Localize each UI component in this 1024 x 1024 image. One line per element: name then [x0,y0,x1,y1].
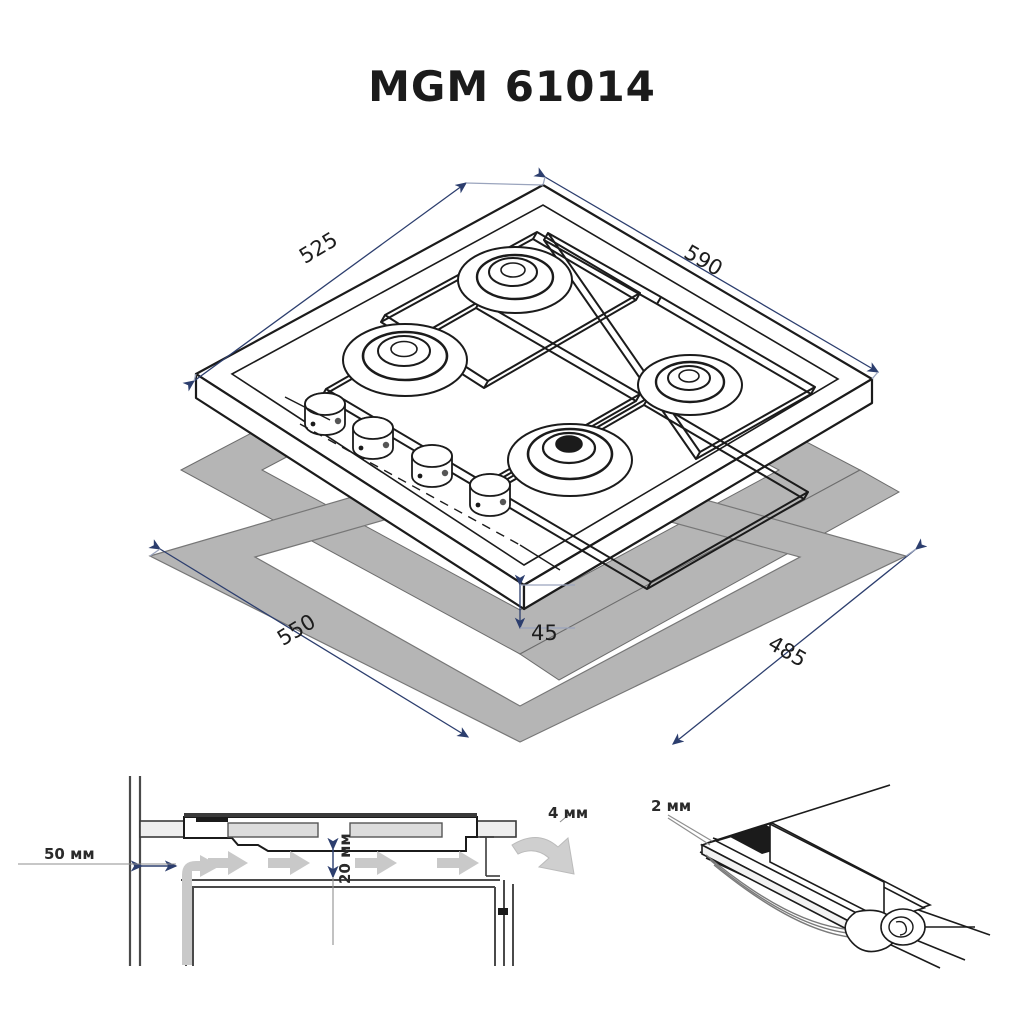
dim-label-45: 45 [531,621,558,645]
dimension-lines [148,167,928,745]
dim-550-line [148,539,470,738]
page-title: MGM 61014 [368,62,656,111]
dim-label-2mm: 2 мм [651,797,692,815]
gasket [705,854,861,939]
dim-590-line [533,167,880,373]
hob-top-line [184,813,477,817]
cabinet [181,879,514,966]
dim-label-4mm: 4 мм [548,804,589,822]
knob-4 [469,473,511,517]
knob-row-guide [299,423,521,546]
control-knobs [284,392,561,571]
knob-3 [411,444,453,488]
mounting-clip [844,908,975,953]
knob-2 [352,416,394,460]
burner-front-left [507,423,633,497]
leader-2mm [667,814,713,846]
dim-485-line [671,538,928,745]
leader-4mm [559,811,573,823]
knob-1 [304,392,346,436]
dim-525-line [182,182,468,392]
exhaust-arrow [511,837,575,875]
hob-edge-black [196,814,228,822]
airflow-arrows [182,851,479,965]
dim-label-50mm: 50 мм [44,845,95,863]
mount-bracket [480,836,500,877]
hob-section-inserts [227,822,443,838]
